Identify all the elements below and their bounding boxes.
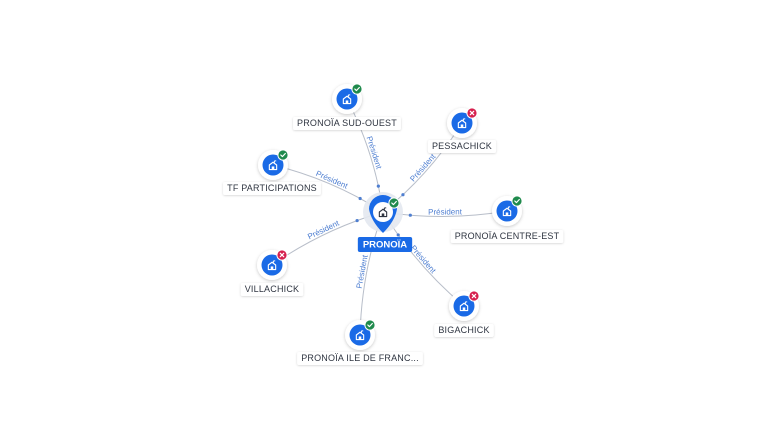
node-label[interactable]: PESSACHICK (427, 140, 497, 153)
node-sud-ouest[interactable]: PRONOÏA SUD-OUEST (293, 83, 401, 130)
center-label-pill (357, 237, 413, 252)
edge-relation-label: Président (409, 244, 438, 276)
node-tf-part[interactable]: TF PARTICIPATIONS (223, 149, 321, 195)
node-disc (453, 295, 475, 317)
center-label-text: PRONOÏA (363, 240, 407, 251)
node-label-pill (240, 283, 304, 296)
edge-arrow (396, 233, 400, 237)
cross-badge-icon (276, 249, 288, 261)
node-disc (261, 254, 283, 276)
node-label[interactable]: PRONOÏA ILE DE FRANC... (297, 352, 423, 365)
node-label-text: PESSACHICK (432, 141, 492, 151)
node-label-text: PRONOÏA SUD-OUEST (297, 118, 397, 128)
edge-relation-label: Président (355, 254, 370, 290)
node-villachick[interactable]: VILLACHICK (240, 249, 304, 296)
node-label-pill (293, 117, 401, 130)
edge-relation-label: Président (428, 207, 463, 216)
edge-relation-label: Président (365, 135, 384, 171)
node-label-text: TF PARTICIPATIONS (227, 183, 317, 193)
node-disc (336, 88, 358, 110)
node-ile-france[interactable]: PRONOÏA ILE DE FRANC... (297, 319, 423, 365)
node-label-pill (297, 352, 423, 365)
node-disc (349, 324, 371, 346)
edge-arrow (358, 196, 362, 201)
node-disc (262, 154, 284, 176)
edge-relation-label: Président (408, 152, 438, 184)
node-disc (451, 112, 473, 134)
edge-arrow (401, 193, 405, 197)
edge-relation-label: Président (306, 218, 341, 241)
edge-arrow (408, 213, 412, 217)
node-label-pill (450, 230, 564, 243)
node-label-text: PRONOÏA ILE DE FRANC... (301, 353, 419, 363)
node-disc (496, 200, 518, 222)
cross-badge-icon (466, 107, 478, 119)
node-label[interactable]: PRONOÏA CENTRE-EST (450, 230, 564, 243)
check-badge-icon (364, 319, 376, 331)
node-label[interactable]: PRONOÏA SUD-OUEST (293, 117, 401, 130)
center-node[interactable]: PRONOÏA (357, 192, 413, 252)
node-label[interactable]: VILLACHICK (240, 283, 304, 296)
node-label-pill (223, 182, 321, 195)
edge-arrow (376, 184, 380, 188)
cross-badge-icon (468, 290, 480, 302)
edge-arrow (355, 218, 359, 223)
node-bigachick[interactable]: BIGACHICK (434, 290, 494, 337)
node-label-pill (427, 140, 497, 153)
center-label[interactable]: PRONOÏA (357, 237, 413, 252)
node-label[interactable]: TF PARTICIPATIONS (223, 182, 321, 195)
check-badge-icon (388, 197, 400, 209)
center-disc (373, 202, 393, 222)
node-label-text: BIGACHICK (438, 325, 489, 335)
node-pessachick[interactable]: PESSACHICK (427, 107, 497, 153)
node-label-pill (434, 324, 494, 337)
check-badge-icon (351, 83, 363, 95)
node-label[interactable]: BIGACHICK (434, 324, 494, 337)
check-badge-icon (511, 195, 523, 207)
check-badge-icon (277, 149, 289, 161)
node-label-text: VILLACHICK (245, 284, 300, 294)
node-centre-est[interactable]: PRONOÏA CENTRE-EST (450, 195, 564, 243)
node-label-text: PRONOÏA CENTRE-EST (455, 231, 560, 241)
